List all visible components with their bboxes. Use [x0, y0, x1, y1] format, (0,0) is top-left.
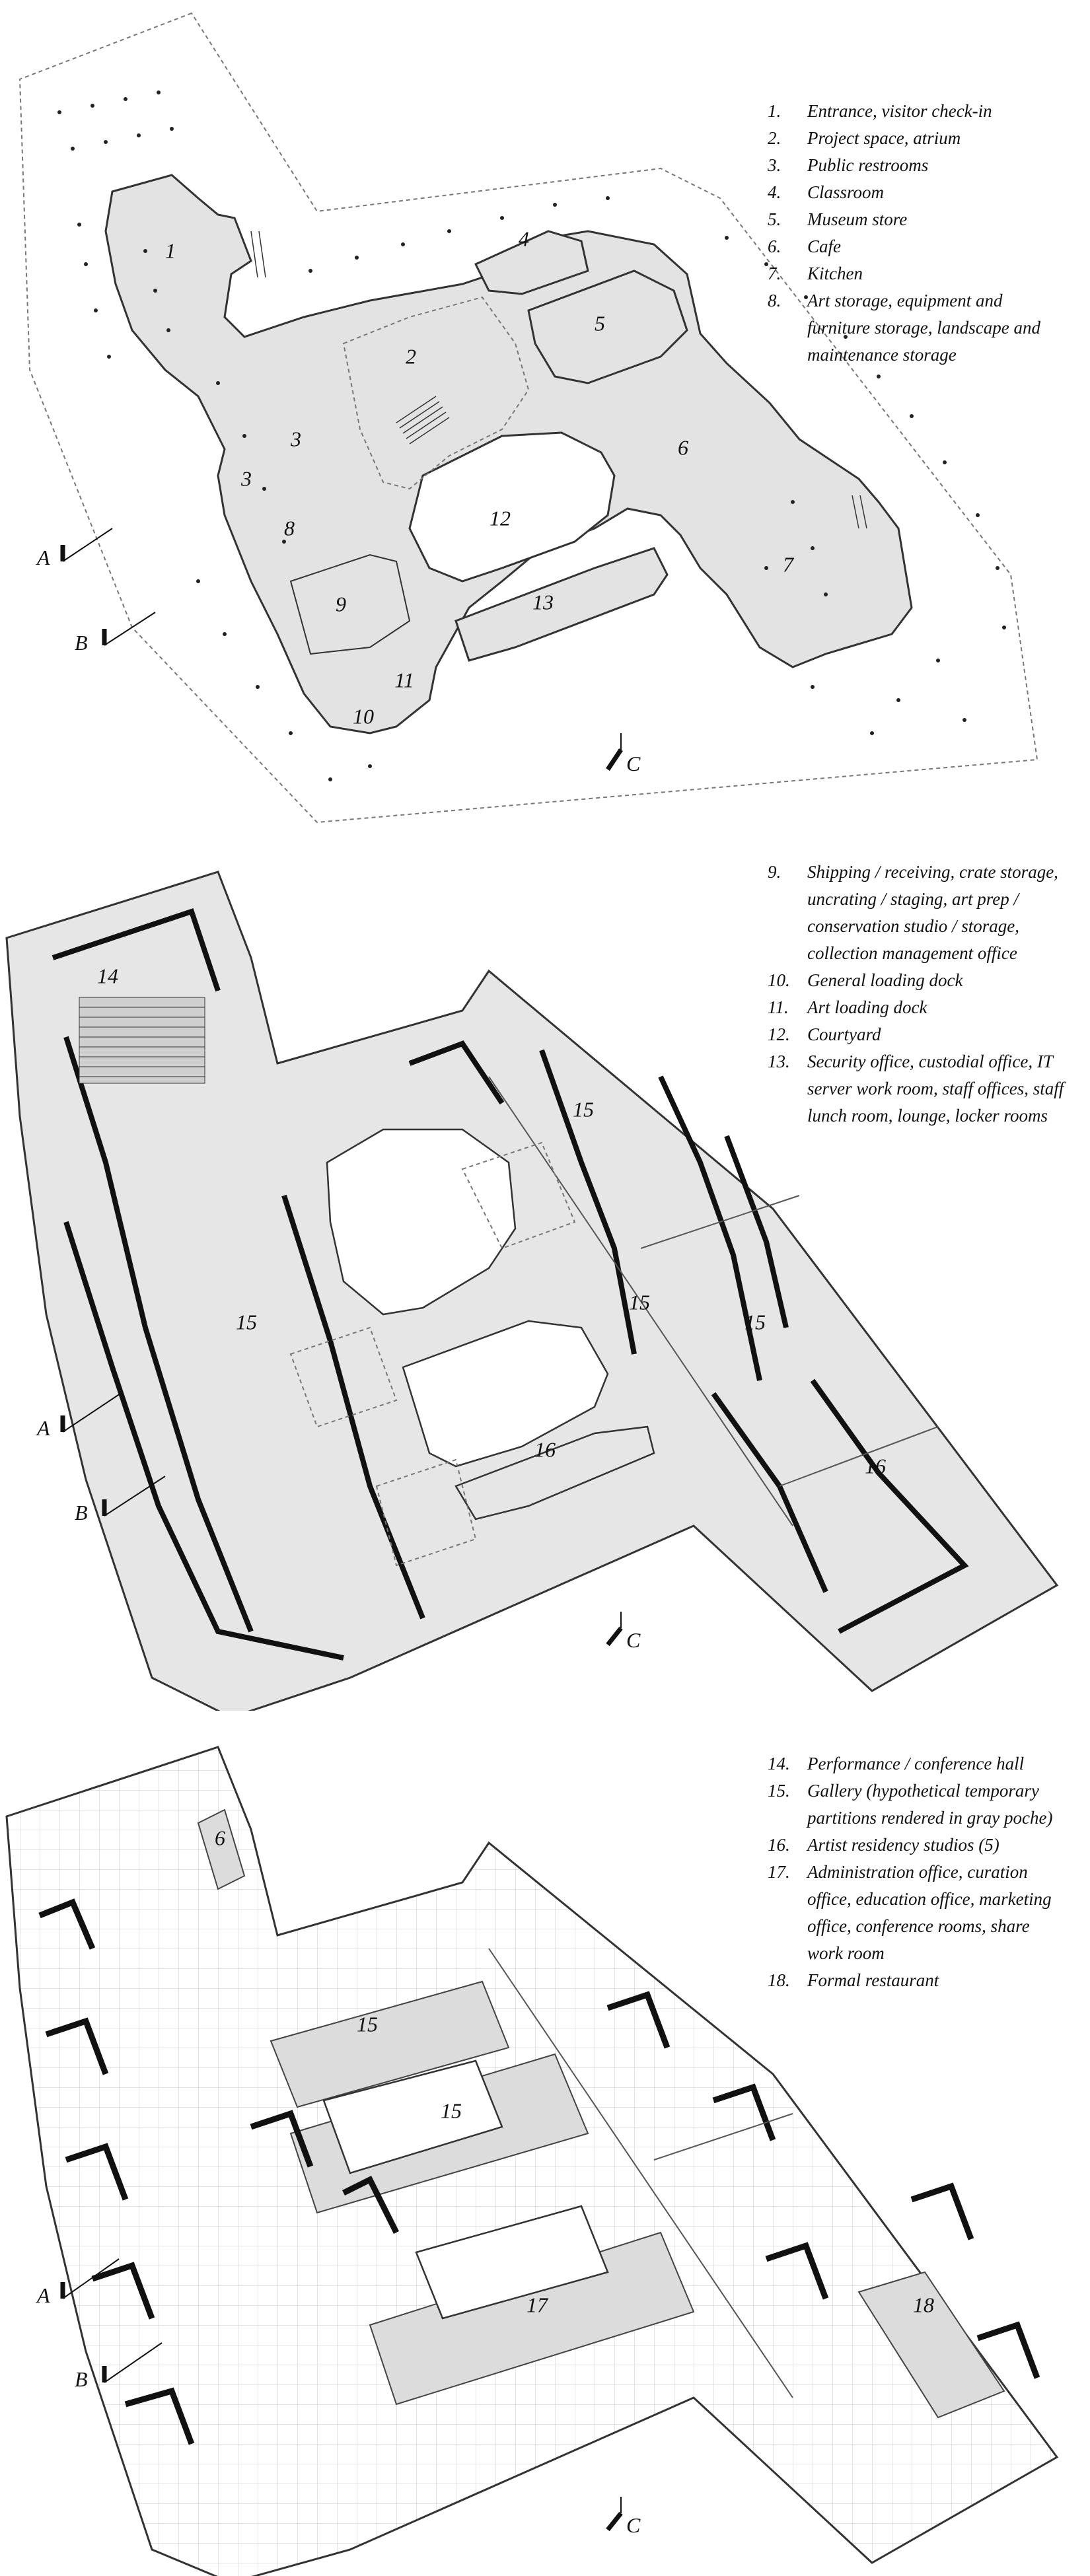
room-label: 17 — [527, 2293, 548, 2317]
partition-lines — [488, 1076, 939, 1526]
ground-floor-drawing — [18, 12, 1038, 824]
second-floor-drawing — [5, 871, 1059, 1711]
room-label: 15 — [357, 2012, 378, 2036]
room-label: 8 — [284, 516, 295, 540]
legend-item: 10.General loading dock — [768, 970, 963, 990]
section-markers — [60, 1392, 623, 1647]
room-13-block — [454, 547, 669, 662]
room-label: 11 — [394, 668, 414, 692]
legend-item: 17.Administration office, curation offic… — [768, 1862, 1052, 1963]
structural-walls — [38, 1898, 1040, 2445]
room-label: 13 — [532, 590, 554, 614]
legend-third-floor: 14.Performance / conference hall 15.Gall… — [768, 1750, 1065, 1994]
third-floor-drawing — [5, 1746, 1059, 2576]
roof-slab — [5, 1746, 1059, 2576]
room-label: 18 — [913, 2293, 934, 2317]
partition-lines — [488, 1948, 793, 2398]
legend-item: 15.Gallery (hypothetical temporary parti… — [768, 1781, 1053, 1828]
room-label: 6 — [215, 1826, 225, 1850]
room-label: 16 — [534, 1437, 556, 1462]
legend-item: 18.Formal restaurant — [768, 1970, 939, 1990]
second-floor-slab — [5, 871, 1059, 1711]
atrium-2-zone — [342, 296, 530, 490]
legend-second-floor: 9.Shipping / receiving, crate storage, u… — [768, 859, 1065, 1129]
legend-item: 1.Entrance, visitor check-in — [768, 101, 992, 121]
legend-item: 11.Art loading dock — [768, 997, 927, 1017]
room-label: 15 — [745, 1310, 766, 1334]
legend-item: 4.Classroom — [768, 182, 885, 202]
cafe-6-strip — [197, 1808, 246, 1890]
room-label: 9 — [336, 592, 346, 616]
room-label: 4 — [519, 227, 529, 251]
section-label-c: C — [626, 2513, 641, 2537]
room-9-block — [289, 554, 411, 655]
room-label: 15 — [629, 1290, 650, 1314]
stairs — [250, 231, 867, 529]
courtyard-12 — [408, 431, 616, 583]
legend-item: 12.Courtyard — [768, 1024, 881, 1044]
legend-item: 5.Museum store — [768, 209, 908, 229]
room-label: 15 — [236, 1310, 257, 1334]
legend-item: 2.Project space, atrium — [768, 128, 961, 148]
courtyard-void-upper — [326, 1128, 517, 1316]
gallery-15-upper — [270, 1980, 510, 2108]
section-markers — [60, 2258, 623, 2532]
room-label: 7 — [783, 552, 793, 577]
section-label-b: B — [75, 1501, 88, 1524]
section-label-a: A — [37, 1416, 50, 1440]
legend-item: 6.Cafe — [768, 236, 841, 256]
room-label: 3 — [241, 466, 252, 491]
section-markers — [60, 528, 623, 771]
third-floor-plan: 6 15 15 17 18 A B C 14.Performance / con… — [0, 1731, 1090, 2576]
room-label: 10 — [353, 704, 374, 729]
section-label-a: A — [37, 2283, 50, 2307]
section-label-b: B — [75, 631, 88, 655]
section-label-c: C — [626, 752, 641, 775]
room-label: 6 — [678, 435, 688, 460]
room-label: 1 — [165, 238, 176, 263]
room-5-block — [527, 269, 688, 384]
legend-item: 14.Performance / conference hall — [768, 1754, 1025, 1773]
site-boundary — [18, 12, 1038, 824]
legend-item: 3.Public restrooms — [768, 155, 929, 175]
room-label: 12 — [490, 506, 511, 530]
room-label: 16 — [865, 1454, 886, 1478]
legend-item: 13.Security office, custodial office, IT… — [768, 1052, 1064, 1126]
column-dots — [57, 90, 1006, 781]
legend-ground-floor: 1.Entrance, visitor check-in 2.Project s… — [768, 98, 1065, 369]
courtyard-void-upper — [322, 2059, 503, 2174]
section-label-c: C — [626, 1628, 641, 1652]
section-label-a: A — [37, 546, 50, 569]
courtyard-void-lower — [402, 1320, 609, 1468]
legend-item: 8.Art storage, equipment and furniture s… — [768, 291, 1040, 365]
ground-floor-plan: 1 2 3 3 4 5 6 7 8 9 10 11 12 13 A B C 1.… — [0, 0, 1090, 832]
restaurant-18-strip — [857, 2271, 1005, 2419]
hall-seating — [79, 997, 205, 1084]
section-label-b: B — [75, 2367, 88, 2391]
room-label: 5 — [595, 311, 605, 336]
courtyard-void-lower — [415, 2205, 609, 2320]
second-floor-plan: 14 15 15 15 15 16 16 A B C 9.Shipping / … — [0, 852, 1090, 1711]
legend-item: 9.Shipping / receiving, crate storage, u… — [768, 862, 1058, 963]
room-4-block — [474, 230, 589, 295]
legend-item: 7.Kitchen — [768, 264, 863, 283]
studios-16-block — [454, 1425, 655, 1521]
legend-item: 16.Artist residency studios (5) — [768, 1835, 999, 1855]
room-label: 2 — [406, 344, 416, 369]
dashed-zones — [289, 1141, 576, 1567]
room-label: 15 — [573, 1097, 594, 1122]
room-label: 14 — [97, 964, 118, 988]
room-label: 15 — [441, 2098, 462, 2123]
room-label: 3 — [291, 427, 301, 451]
